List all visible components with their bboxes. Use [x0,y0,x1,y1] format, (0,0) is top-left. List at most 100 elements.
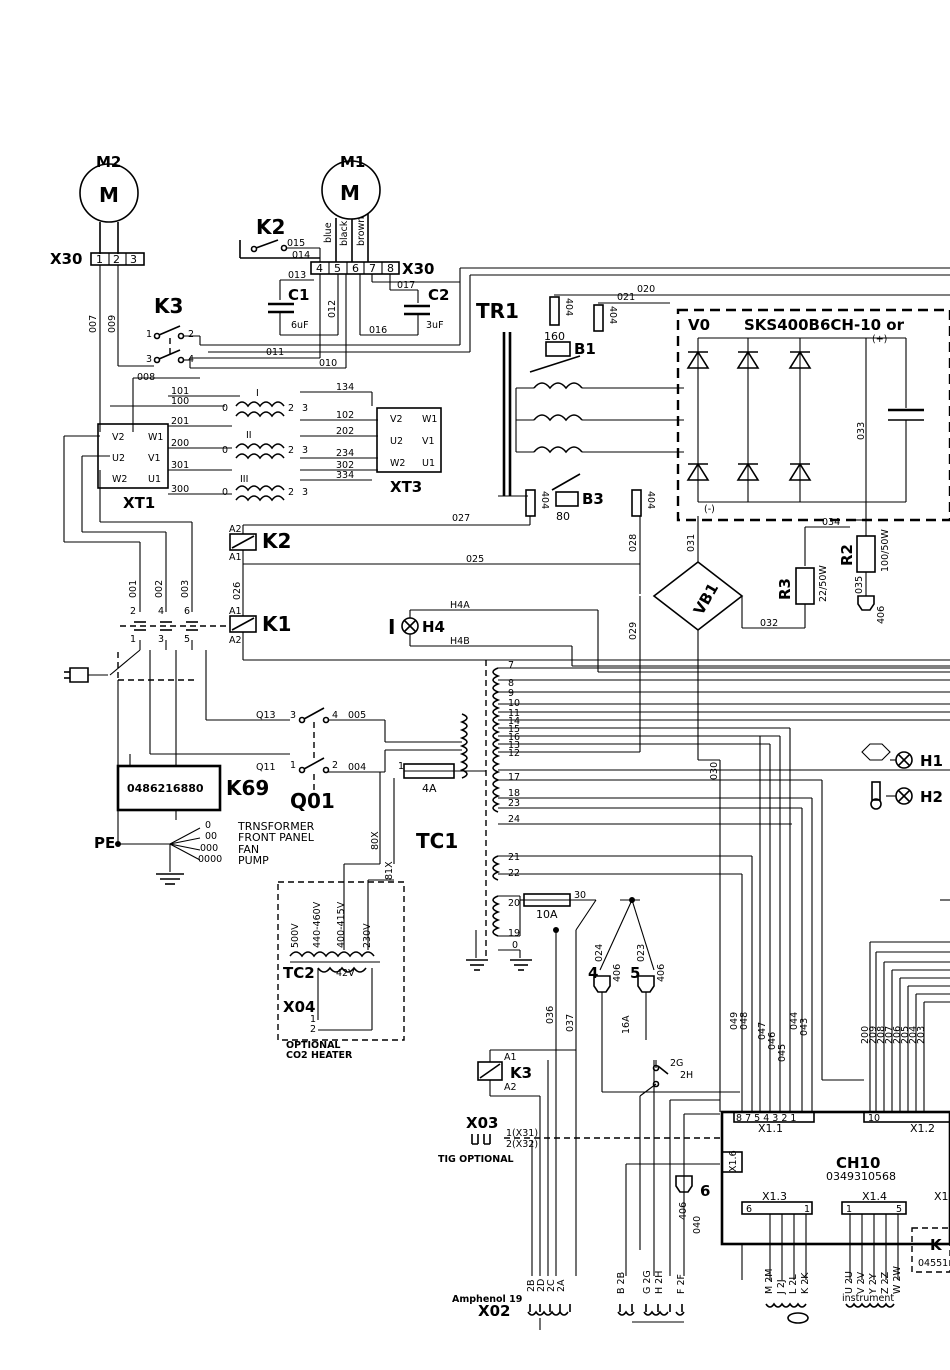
wire-002: 002 [154,580,165,598]
wire-2h: 2H [680,1070,693,1081]
k2-a1: A1 [229,552,242,563]
tc2-tap-400: 400-415V [336,901,347,948]
plus-label: (+) [872,334,887,345]
pe-text-1: FRONT PANEL [238,831,315,844]
mid-connector: B 2B G 2G H 2H F 2F [616,1270,687,1323]
k1-a2: A2 [229,635,242,646]
q01-term-4: 4 [332,710,338,721]
b3-tag: 404 [539,491,550,509]
k3-coil-a2: A2 [504,1082,517,1093]
xt1-label: XT1 [123,494,155,512]
tc2-tap-440: 440-460V [312,901,323,948]
wire-black: black [339,220,350,246]
wire-301: 301 [171,460,189,471]
xt1-term-u1: U1 [148,474,161,485]
k69-module: 0486216880 K69 [116,764,269,820]
minus-label: (-) [704,504,715,515]
winding-ii-label: II [246,430,252,441]
x02-pin-2b: 2B [526,1279,537,1292]
k-right-label: K [930,1236,943,1254]
fuse-4a: 1 4A 80X 81X [370,761,486,880]
wire-406-a: 406 [876,606,887,624]
mid-pin-h: H 2H [654,1271,665,1294]
wire-207: 207 [884,1026,895,1044]
tc2-label: TC2 [283,964,315,982]
wire-032: 032 [760,618,778,629]
x30-pin-2: 2 [113,253,120,266]
xt1-block: V2 W1 U2 V1 W2 U1 XT1 [97,423,169,512]
x03-pin-2: 2(X32) [506,1139,538,1150]
k2-label: K2 [256,215,285,239]
capacitor-c2: 017 C2 3uF 016 [359,274,449,336]
wire-406-c: 406 [656,964,667,982]
wire-202: 202 [336,426,354,437]
k3-term-2: 2 [188,329,194,340]
tc1-tap-9: 9 [508,688,514,699]
wire-300: 300 [171,484,189,495]
rectifier-v0: V0 SKS400B6CH-10 or (+) (-) 033 [676,308,950,522]
k69-code: 0486216880 [127,782,204,795]
q01-term-1: 1 [290,760,296,771]
b1-tag-2: 404 [607,306,618,324]
c2-value: 3uF [426,320,444,331]
winding-i-3: 3 [302,403,308,414]
c1-label: C1 [288,286,309,304]
fuse-4a-label: 4A [422,782,437,795]
x13-pin-k: K 2K [800,1272,811,1294]
wire-017: 017 [397,280,415,291]
wire-046: 046 [767,1032,778,1050]
xt3-term-v2: V2 [390,414,403,425]
wire-blue: blue [323,222,334,243]
xt1-term-v1: V1 [148,453,161,464]
wire-406-d: 406 [678,1202,689,1220]
k-right-box: K 04551 [911,1227,950,1273]
tc1-tap-19: 19 [508,928,520,939]
m2-symbol: M [99,183,119,207]
r2-label: R2 [838,544,856,566]
m2-feed-wires: 007 009 [88,265,200,432]
x30-right-terminal: 4 5 6 7 8 X30 [310,260,434,278]
xt3-term-u2: U2 [390,436,403,447]
tr1-transformer: TR1 404 404 160 B1 404 B3 80 404 [476,296,684,523]
wire-033: 033 [856,422,867,440]
contact-2: 2 [130,606,136,617]
tc1-tap-14: 14 [508,716,520,727]
wire-004: 004 [348,762,366,773]
x02-pin-2a: 2A [556,1279,567,1292]
wire-034: 034 [822,517,840,528]
k3-coil: A1 K3 A2 [477,1040,576,1276]
wire-027: 027 [452,513,470,524]
wire-049: 049 [729,1012,740,1030]
contact-6: 6 [184,606,190,617]
wire-003: 003 [180,580,191,598]
x14-label: X1.4 [862,1190,887,1203]
wire-205: 205 [900,1026,911,1044]
wire-203: 203 [916,1026,927,1044]
vb1-bridge: 028 031 VB1 029 032 034 R3 22/50W R2 100… [628,516,891,760]
mid-pin-g: G 2G [642,1270,653,1294]
winding-iii-3: 3 [302,487,308,498]
wire-014: 014 [292,250,310,261]
top-wire-bus: 020 021 011 010 [190,267,950,369]
wire-047: 047 [757,1022,768,1040]
wire-200: 200 [171,438,189,449]
wire-030: 030 [709,762,720,780]
winding-i-0: 0 [222,403,228,414]
k3-term-1: 1 [146,329,152,340]
x30-left-label: X30 [50,250,82,268]
x13-pin-m: M 2M [764,1269,775,1294]
wire-brown: brown [356,217,367,246]
x04-pin-2: 2 [310,1024,316,1035]
wire-015: 015 [287,238,305,249]
tc1-tap-20: 20 [508,898,520,909]
tig-label: TIG OPTIONAL [438,1154,514,1165]
wire-208: 208 [876,1026,887,1044]
b3-label: B3 [582,490,604,508]
wire-001: 001 [128,580,139,598]
x03-tig: X03 1(X31) 2(X32) TIG OPTIONAL [438,1114,720,1165]
wire-200b: 200 [860,1026,871,1044]
x13-num-6: 6 [746,1204,752,1215]
wire-bundle-to-ch10: 049 048 047 046 045 044 043 030 200 209 … [698,728,950,1112]
x14-num-1: 1 [846,1204,852,1215]
tr1-label: TR1 [476,299,519,323]
